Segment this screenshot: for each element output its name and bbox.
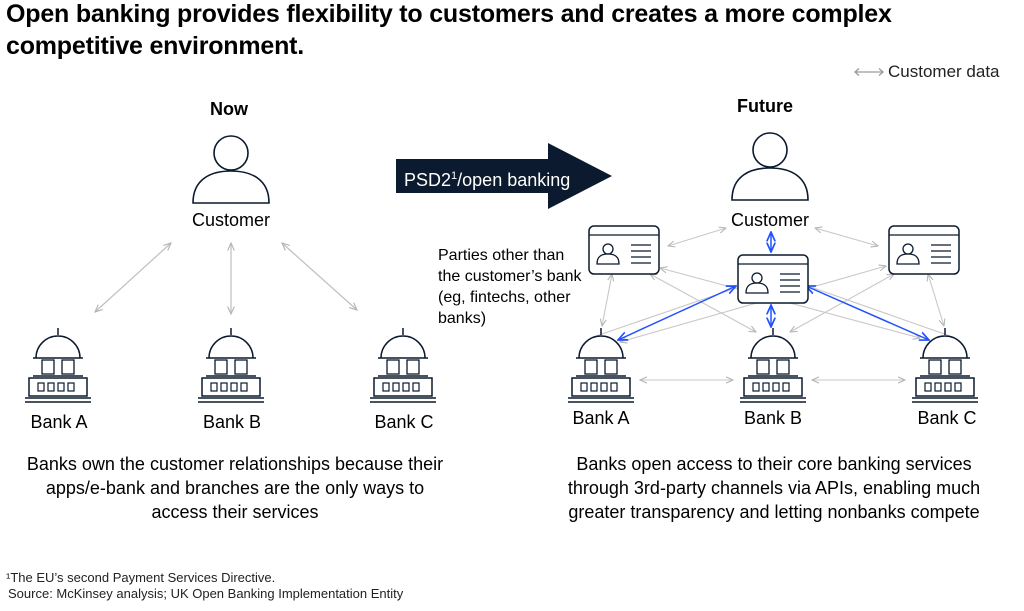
legend-label: Customer data bbox=[888, 62, 1000, 81]
psd2-arrow-label: PSD21/open banking bbox=[404, 170, 571, 190]
now-heading: Now bbox=[210, 99, 248, 119]
future-description: Banks open access to their core banking … bbox=[567, 454, 981, 522]
parties-note: Parties other than the customer’s bank (… bbox=[438, 247, 582, 327]
future-blue-connectors bbox=[618, 232, 929, 340]
double-arrow-icon bbox=[854, 68, 884, 76]
page-title: Open banking provides flexibility to cus… bbox=[6, 0, 892, 60]
now-bank-b-icon bbox=[197, 327, 265, 403]
psd2-transition-arrow: PSD21/open banking bbox=[396, 143, 612, 209]
future-bank-a-icon bbox=[567, 327, 635, 403]
now-bank-c-icon bbox=[369, 327, 437, 403]
now-customer-label: Customer bbox=[191, 210, 271, 230]
third-party-center-id-card-icon bbox=[737, 254, 809, 304]
footnote-psd2: ¹The EU’s second Payment Services Direct… bbox=[6, 570, 276, 585]
right-arrow-icon bbox=[396, 143, 612, 209]
third-party-left-id-card-icon bbox=[588, 225, 660, 275]
future-customer-person-icon bbox=[731, 132, 809, 201]
now-bank-b-label: Bank B bbox=[202, 412, 262, 432]
third-party-right-id-card-icon bbox=[888, 225, 960, 275]
future-bank-c-icon bbox=[911, 327, 979, 403]
future-bank-a-label: Bank A bbox=[572, 408, 630, 428]
source-note: Source: McKinsey analysis; UK Open Banki… bbox=[8, 586, 404, 601]
future-bank-b-label: Bank B bbox=[743, 408, 803, 428]
now-bank-a-label: Bank A bbox=[30, 412, 88, 432]
future-bank-c-label: Bank C bbox=[917, 408, 977, 428]
now-customer-person-icon bbox=[192, 135, 270, 204]
now-bank-c-label: Bank C bbox=[374, 412, 434, 432]
future-customer-label: Customer bbox=[730, 210, 810, 230]
future-bank-b-icon bbox=[739, 327, 807, 403]
now-connectors bbox=[95, 243, 357, 314]
now-bank-a-icon bbox=[24, 327, 92, 403]
now-description: Banks own the customer relationships bec… bbox=[26, 454, 444, 522]
future-heading: Future bbox=[737, 96, 793, 116]
